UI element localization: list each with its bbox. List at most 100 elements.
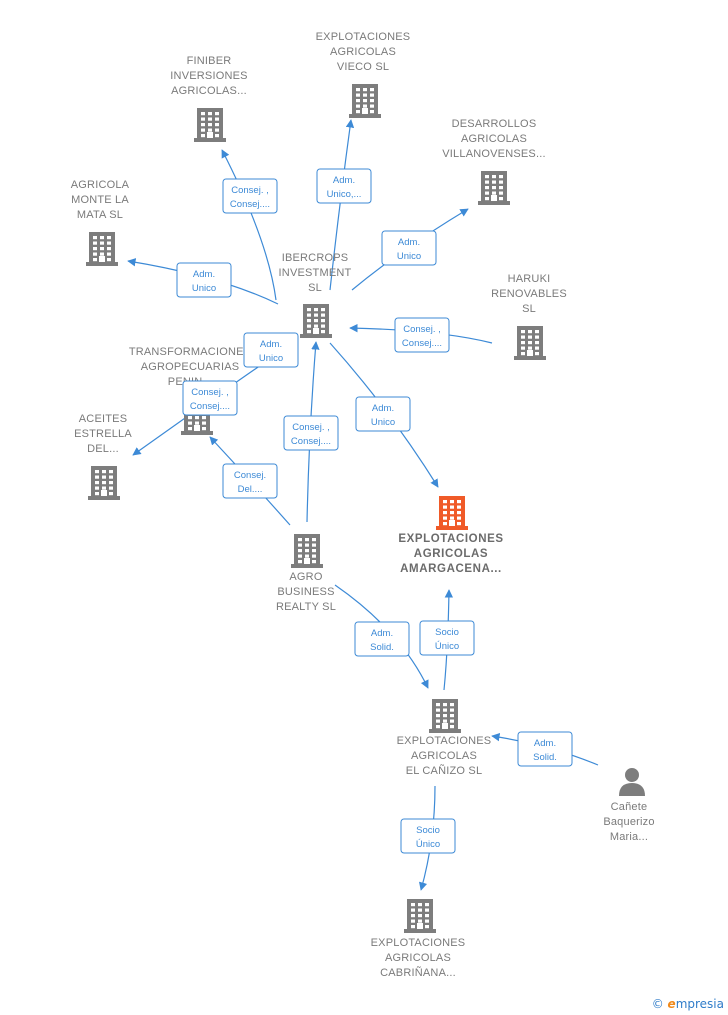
node-label: MONTE LA [71, 194, 129, 206]
node-canete[interactable]: CañeteBaquerizoMaria... [603, 768, 654, 843]
node-label: SL [522, 303, 536, 315]
node-label: Baquerizo [603, 816, 654, 828]
relation-label[interactable]: Consej. , Consej.... [182, 380, 238, 416]
node-transformaciones[interactable]: TRANSFORMACIONESAGROPECUARIASPENIN... [129, 346, 251, 435]
node-label: INVESTMENT [279, 267, 352, 279]
node-label: EXPLOTACIONES [398, 533, 503, 545]
relation-label[interactable]: Adm. Unico [243, 332, 299, 368]
building-icon [86, 232, 118, 266]
relation-label[interactable]: Adm. Solid. [517, 731, 573, 767]
relation-label-text: Unico,... [327, 189, 362, 200]
building-icon [88, 466, 120, 500]
node-cabrinana[interactable]: EXPLOTACIONES AGRICOLAS CABRIÑANA... [371, 899, 466, 979]
relation-label-box [394, 317, 450, 353]
relation-label-text: Adm. [372, 403, 394, 414]
node-desarrollos[interactable]: DESARROLLOSAGRICOLASVILLANOVENSES... [442, 118, 546, 205]
relation-label-text: Consej.... [291, 436, 331, 447]
node-label: INVERSIONES [170, 70, 247, 82]
node-label: EXPLOTACIONES [397, 735, 492, 747]
node-label: EXPLOTACIONES [371, 937, 466, 949]
relation-label[interactable]: Adm. Unico,... [316, 168, 372, 204]
brand-name: mpresia [675, 997, 724, 1011]
edge-ibercrops-to-vieco [329, 119, 355, 291]
building-icon [300, 304, 332, 338]
node-label: ESTRELLA [74, 428, 132, 440]
relation-label-box [316, 168, 372, 204]
relation-label-text: Consej.... [190, 401, 230, 412]
node-label: AGRICOLAS [461, 133, 527, 145]
relation-label-text: Adm. [534, 738, 556, 749]
node-label: CABRIÑANA... [380, 966, 456, 979]
node-label: VIECO SL [337, 61, 389, 73]
node-label: AGRICOLAS [411, 750, 477, 762]
relation-label-text: Adm. [260, 339, 282, 350]
node-label: EXPLOTACIONES [316, 31, 411, 43]
relation-label[interactable]: Consej.Del.... [222, 463, 278, 499]
building-icon [436, 496, 468, 530]
relation-label[interactable]: Adm.Unico [381, 230, 437, 266]
node-label: AGRICOLAS... [171, 85, 247, 97]
relation-label-text: Consej.... [402, 338, 442, 349]
node-label: AGROPECUARIAS [141, 361, 240, 373]
empresia-watermark[interactable]: © empresia [652, 997, 724, 1011]
relation-label-box [283, 415, 339, 451]
node-label: BUSINESS [277, 586, 334, 598]
relation-label-text: Socio [435, 627, 459, 638]
relation-label[interactable]: Consej. ,Consej.... [283, 415, 339, 451]
relation-label[interactable]: Consej. , Consej.... [394, 317, 450, 353]
relation-label-text: Solid. [370, 642, 394, 653]
person-icon [619, 768, 645, 796]
node-label: RENOVABLES [491, 288, 567, 300]
edge-ibercrops-to-finiber [221, 149, 277, 301]
relation-label-text: Consej. , [191, 387, 229, 398]
relation-label-text: Solid. [533, 752, 557, 763]
relation-label-box [400, 818, 456, 854]
node-amargacena[interactable]: EXPLOTACIONESAGRICOLASAMARGACENA... [398, 496, 503, 575]
copyright-symbol: © [651, 997, 664, 1011]
relation-label[interactable]: Adm. Unico [176, 262, 232, 298]
building-icon [478, 171, 510, 205]
building-icon [429, 699, 461, 733]
relation-label-box [517, 731, 573, 767]
relation-label-text: Único [416, 839, 440, 850]
node-label: IBERCROPS [282, 252, 349, 264]
relation-label-box [243, 332, 299, 368]
node-label: Cañete [611, 801, 648, 813]
node-label: VILLANOVENSES... [442, 148, 545, 160]
relation-label-text: Consej. [234, 470, 266, 481]
node-label: REALTY SL [276, 601, 336, 613]
node-label: Maria... [610, 831, 648, 843]
relation-label[interactable]: Adm. Solid. [354, 621, 410, 657]
relation-label-text: Unico [192, 283, 216, 294]
building-icon [349, 84, 381, 118]
relation-label-box [182, 380, 238, 416]
relation-label-text: Consej. , [231, 185, 269, 196]
node-label: FINIBER [187, 55, 232, 67]
relation-label-box [419, 620, 475, 656]
relation-label-text: Unico [259, 353, 283, 364]
node-label: AGRICOLAS [385, 952, 451, 964]
relation-label-text: Consej. , [403, 324, 441, 335]
relation-label-box [354, 621, 410, 657]
relation-label-text: Adm. [193, 269, 215, 280]
node-finiber[interactable]: FINIBER INVERSIONES AGRICOLAS... [170, 55, 247, 142]
relation-label-text: Unico [397, 251, 421, 262]
relation-label-text: Socio [416, 825, 440, 836]
relation-label-box [381, 230, 437, 266]
node-aceites[interactable]: ACEITESESTRELLADEL... [74, 413, 132, 500]
node-label: ACEITES [79, 413, 127, 425]
relation-label-text: Adm. [333, 175, 355, 186]
relation-label[interactable]: Adm.Unico [355, 396, 411, 432]
building-icon [194, 108, 226, 142]
relation-label-text: Adm. [371, 628, 393, 639]
relation-label[interactable]: Consej. ,Consej.... [222, 178, 278, 214]
